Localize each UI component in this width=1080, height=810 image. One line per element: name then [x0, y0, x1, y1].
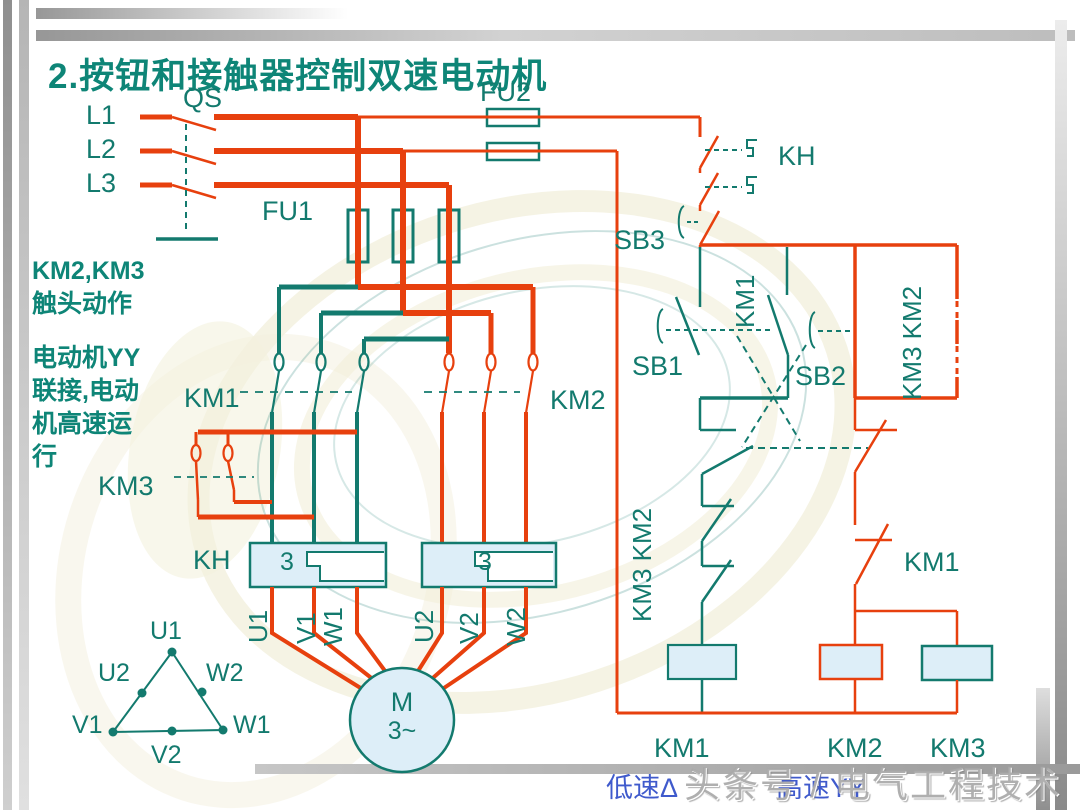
motor-letter: M — [390, 687, 414, 717]
kh-heater-value: 3 — [478, 548, 492, 576]
phase-junctions — [277, 284, 536, 353]
fu1-label: FU1 — [262, 196, 314, 226]
km1-coil-branch — [666, 398, 754, 713]
phase-lines — [214, 114, 449, 188]
sb2-label: SB2 — [795, 361, 847, 391]
note-motor-yy: 电动机YY 联接,电动 机高速运 行 — [32, 344, 141, 471]
sb1-label: SB1 — [632, 351, 684, 381]
kh-control-label: KH — [778, 141, 816, 171]
delta-w2-label: W2 — [206, 659, 244, 687]
motor-phase-text: 3~ — [387, 717, 417, 745]
watermark: 头条号 / 电气工程技术 — [684, 764, 1063, 805]
winding-wires-right — [440, 412, 528, 543]
km2-main-label: KM2 — [550, 385, 606, 415]
delta-w1-label: W1 — [233, 711, 271, 739]
qs-label: QS — [183, 83, 223, 113]
kh-heater-value: 3 — [280, 548, 294, 576]
kh-contact-symbol — [698, 135, 757, 211]
branch-rect — [700, 243, 959, 400]
bottom-bar — [255, 764, 1080, 774]
km1-seal-label: KM1 — [730, 274, 760, 328]
km1-coil-label: KM1 — [654, 733, 710, 763]
branch-km3km2-label: KM3 KM2 — [897, 285, 927, 400]
km3-coil-label: KM3 — [930, 733, 986, 763]
fu2-fuse-symbol — [358, 107, 700, 162]
delta-u1-label: U1 — [150, 617, 182, 645]
delta-v1-label: V1 — [72, 711, 103, 739]
wire-w2-label: W2 — [501, 607, 531, 646]
km3-main-label: KM3 — [98, 471, 154, 501]
top-bar — [36, 30, 1075, 41]
qs-switch-symbol — [140, 114, 218, 241]
wire-u2-label: U2 — [409, 609, 439, 643]
delta-connection-diagram — [108, 647, 228, 737]
km2-km3-coil-branch — [818, 398, 994, 713]
phase-l2-label: L2 — [86, 134, 117, 164]
km2-main-contacts — [424, 352, 539, 414]
page-title: 2.按钮和接触器控制双速电动机 — [48, 57, 548, 96]
control-rails — [615, 151, 957, 715]
note-km2-km3: KM2,KM3 触头动作 — [32, 257, 145, 318]
bottom-right-bar — [1036, 688, 1050, 810]
sb3-label: SB3 — [614, 225, 666, 255]
motor-symbol — [348, 666, 456, 774]
series-km3km2-label: KM3 KM2 — [627, 507, 657, 622]
km1-interlock-label: KM1 — [904, 547, 960, 577]
wire-v2-label: V2 — [454, 612, 484, 644]
interlock-link-dashes — [736, 335, 868, 449]
kh-main-label: KH — [193, 545, 231, 575]
sb1-button-symbol — [656, 247, 772, 356]
low-speed-label: 低速Δ — [606, 773, 679, 803]
kh-heater-symbol — [248, 541, 558, 589]
sb2-button-symbol — [808, 311, 852, 349]
wire-w1-label: W1 — [318, 607, 348, 646]
phase-l1-label: L1 — [86, 100, 117, 130]
left-bar — [3, 0, 12, 810]
wire-u1-label: U1 — [243, 609, 273, 643]
km1-main-label: KM1 — [184, 383, 240, 413]
motor-leads — [270, 587, 528, 694]
high-speed-label: 高速YY — [776, 773, 867, 803]
km3-main-contacts — [174, 429, 357, 520]
sb3-button-symbol — [677, 205, 721, 248]
left-bar — [19, 0, 29, 810]
delta-u2-label: U2 — [98, 659, 130, 687]
km1-main-contacts — [240, 352, 370, 414]
phase-l3-label: L3 — [86, 168, 117, 198]
delta-v2-label: V2 — [151, 741, 182, 769]
right-bar — [1055, 20, 1067, 810]
fu2-label: FU2 — [480, 77, 532, 107]
km2-coil-label: KM2 — [827, 733, 883, 763]
top-bar — [36, 8, 348, 19]
